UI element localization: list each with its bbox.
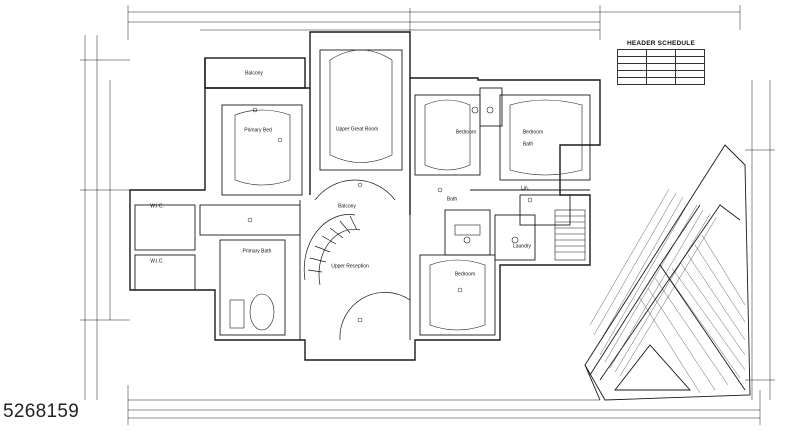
room-label-balcony-left: Balcony (245, 70, 263, 77)
table-row (617, 56, 705, 64)
listing-number: 5268159 (3, 401, 80, 422)
room-label-bedroom-center: Bedroom (455, 129, 477, 136)
room-label-wic-left: W.I.C. (150, 203, 164, 210)
room-label-primary-bed: Primary Bed (244, 127, 272, 134)
header-schedule-table (617, 49, 705, 85)
curved-staircase (303, 179, 411, 341)
table-row (617, 63, 705, 71)
left-dimension-lines (80, 35, 130, 400)
header-schedule-title: HEADER SCHEDULE (626, 40, 695, 47)
room-label-bath-upper: Bath (522, 141, 534, 148)
rear-staircase (554, 209, 586, 261)
room-label-primary-bath: Primary Bath (242, 248, 272, 255)
bath-fixtures (229, 106, 519, 331)
room-label-bedroom-lower: Bedroom (454, 271, 476, 278)
room-label-bedroom-right: Bedroom (522, 129, 544, 136)
room-label-wic-lower: W.I.C. (150, 258, 164, 265)
header-schedule: HEADER SCHEDULE (617, 40, 705, 85)
electrical-symbols (247, 107, 533, 323)
room-label-upper-great-room: Upper Great Room (335, 126, 379, 133)
table-row (617, 77, 705, 85)
ceiling-vault-lines (234, 49, 583, 331)
room-label-laundry: Laundry (512, 243, 532, 250)
interior-walls (134, 49, 591, 340)
room-label-upper-reception: Upper Reception (331, 263, 369, 270)
right-dimension-lines (745, 80, 775, 400)
room-label-bath-middle: Bath (446, 196, 458, 203)
roof-plan (584, 144, 751, 401)
bottom-dimension-lines (127, 385, 761, 425)
room-label-balcony-center: Balcony (338, 203, 356, 210)
building-outline (129, 31, 601, 361)
top-dimension-lines (127, 5, 741, 40)
room-label-lin: Lin. (520, 185, 530, 192)
table-row (617, 70, 705, 78)
table-row (617, 49, 705, 57)
